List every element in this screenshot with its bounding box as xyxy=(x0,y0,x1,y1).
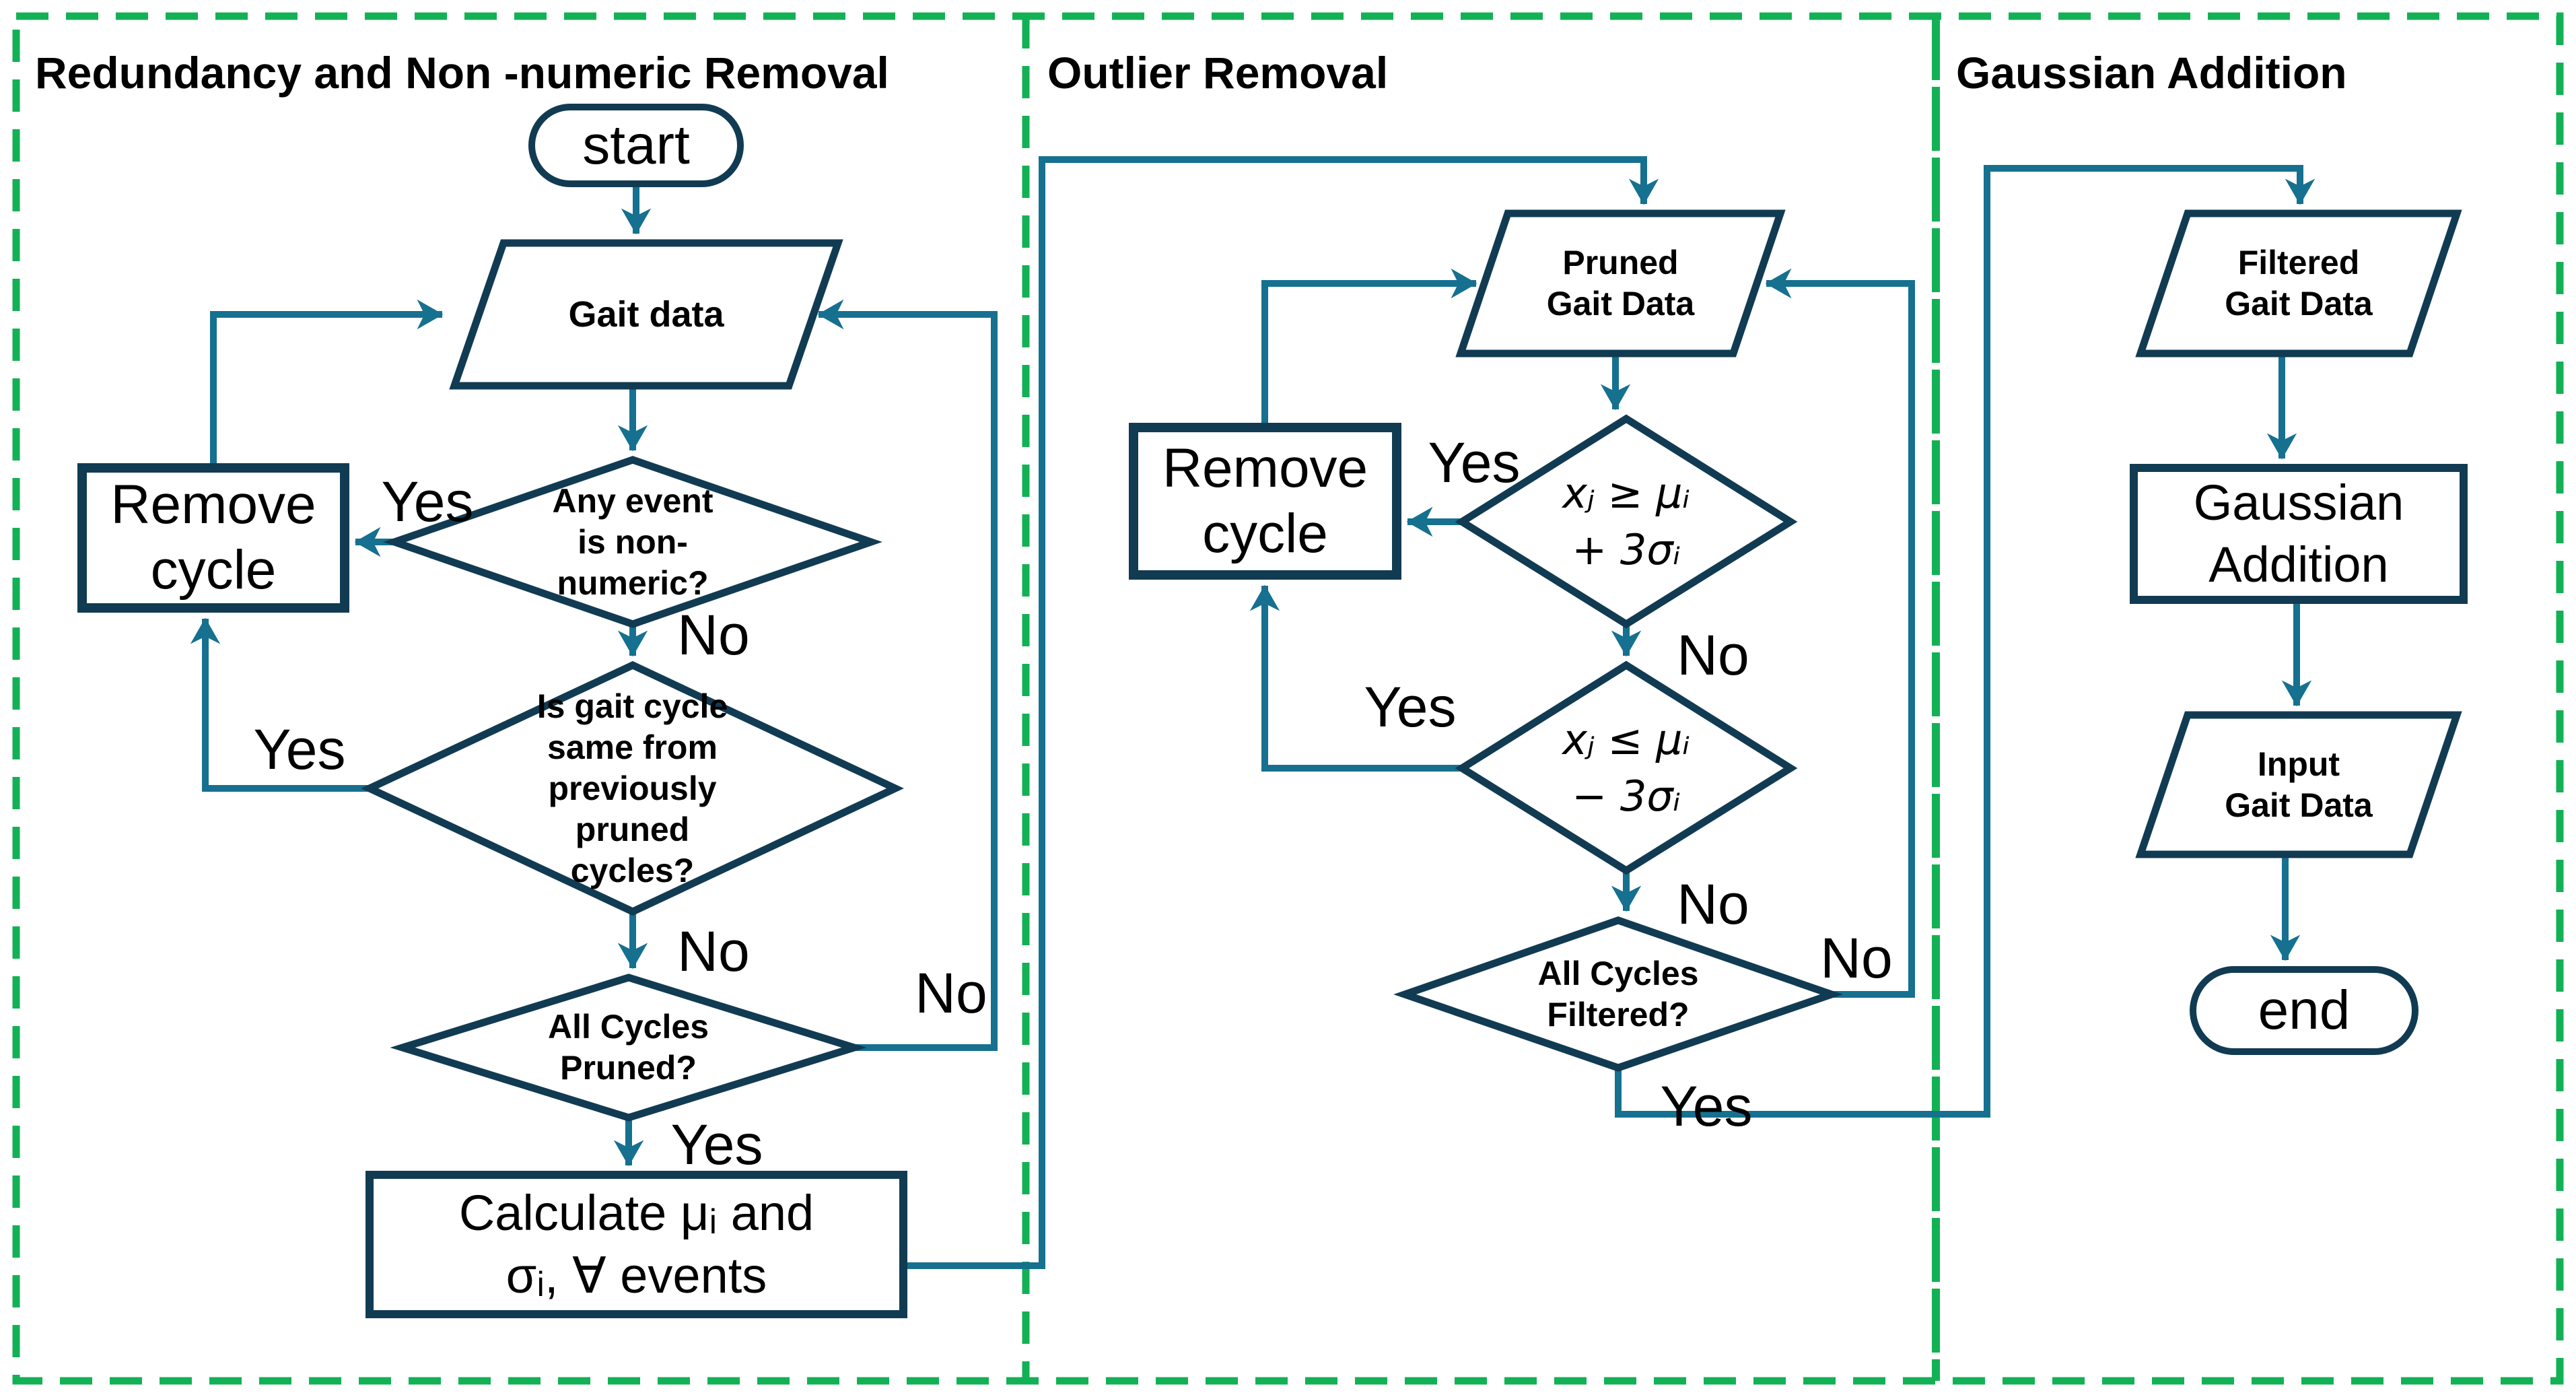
start-terminator-shape xyxy=(528,104,744,187)
label-no-upper-bound: No xyxy=(1677,623,1749,687)
calculate-box xyxy=(365,1171,907,1318)
any-event-question: Any event is non- numeric? xyxy=(552,481,713,602)
any-event-diamond xyxy=(383,456,882,628)
section1-title: Redundancy and Non -numeric Removal xyxy=(35,48,889,98)
input-gait-data-label: Input Gait Data xyxy=(2225,745,2373,824)
lower-bound-diamond xyxy=(1455,660,1798,875)
label-yes-all-pruned: Yes xyxy=(670,1112,763,1176)
label-no-lower-bound: No xyxy=(1677,872,1749,936)
start-label: start xyxy=(582,114,690,176)
outer-dashed-border xyxy=(12,12,2564,1385)
section2-title: Outlier Removal xyxy=(1047,48,1389,98)
all-pruned-question: All Cycles Pruned? xyxy=(547,1008,709,1087)
arrow-calculate-to-pruned-gait-data xyxy=(903,156,1659,1269)
end-label: end xyxy=(2258,979,2351,1041)
remove-cycle-1-label: Remove cycle xyxy=(110,474,316,601)
all-filtered-diamond xyxy=(1393,916,1843,1072)
label-yes-same-cycle: Yes xyxy=(253,717,346,781)
arrow-remove-cycle-to-gait-data xyxy=(210,299,444,468)
filtered-gait-data-label: Filtered Gait Data xyxy=(2225,244,2373,322)
gait-data-parallelogram xyxy=(449,239,843,390)
all-pruned-diamond xyxy=(390,974,867,1122)
pruned-gait-data-parallelogram xyxy=(1455,209,1786,357)
label-yes-lower-bound: Yes xyxy=(1364,675,1457,739)
arrow-all-filtered-yes-to-filtered-data xyxy=(1615,165,2316,1118)
label-no-same-cycle: No xyxy=(677,919,750,983)
remove-cycle-box-2 xyxy=(1129,423,1401,580)
arrow-lower-bound-yes-to-remove-cycle xyxy=(1249,584,1462,772)
filtered-gait-data-parallelogram xyxy=(2135,209,2462,357)
label-no-all-pruned: No xyxy=(915,961,987,1025)
gaussian-addition-label: Gaussian Addition xyxy=(2193,474,2404,593)
upper-bound-question: xⱼ ≥ μᵢ + 3σᵢ xyxy=(1562,468,1690,574)
same-cycle-diamond xyxy=(361,660,904,916)
remove-cycle-2-label: Remove cycle xyxy=(1162,437,1368,564)
section3-title: Gaussian Addition xyxy=(1956,48,2347,98)
arrow-all-pruned-no-to-gait-data xyxy=(817,299,998,1051)
label-no-any-event: No xyxy=(677,603,750,667)
arrow-same-cycle-yes-to-remove-cycle xyxy=(190,617,370,792)
lower-bound-question: xⱼ ≤ μᵢ − 3σᵢ xyxy=(1562,714,1690,821)
input-gait-data-parallelogram xyxy=(2135,711,2462,858)
upper-bound-diamond xyxy=(1455,414,1798,629)
label-no-all-filtered: No xyxy=(1820,926,1893,990)
same-cycle-question: Is gait cycle same from previously prune… xyxy=(536,687,728,889)
remove-cycle-box-1 xyxy=(77,463,349,613)
arrow-all-filtered-no-to-pruned xyxy=(1765,268,1915,998)
gaussian-addition-box xyxy=(2130,464,2468,604)
calculate-label: Calculate μᵢ and σᵢ, ∀ events xyxy=(458,1185,814,1303)
label-yes-any-event: Yes xyxy=(381,469,474,533)
arrow-remove-cycle-to-pruned xyxy=(1261,268,1477,428)
label-yes-upper-bound: Yes xyxy=(1428,430,1521,494)
end-terminator-shape xyxy=(2190,966,2418,1055)
gait-data-label: Gait data xyxy=(568,294,724,335)
label-yes-all-filtered: Yes xyxy=(1660,1074,1753,1138)
all-filtered-question: All Cycles Filtered? xyxy=(1537,954,1699,1033)
pruned-gait-data-label: Pruned Gait Data xyxy=(1546,244,1695,322)
